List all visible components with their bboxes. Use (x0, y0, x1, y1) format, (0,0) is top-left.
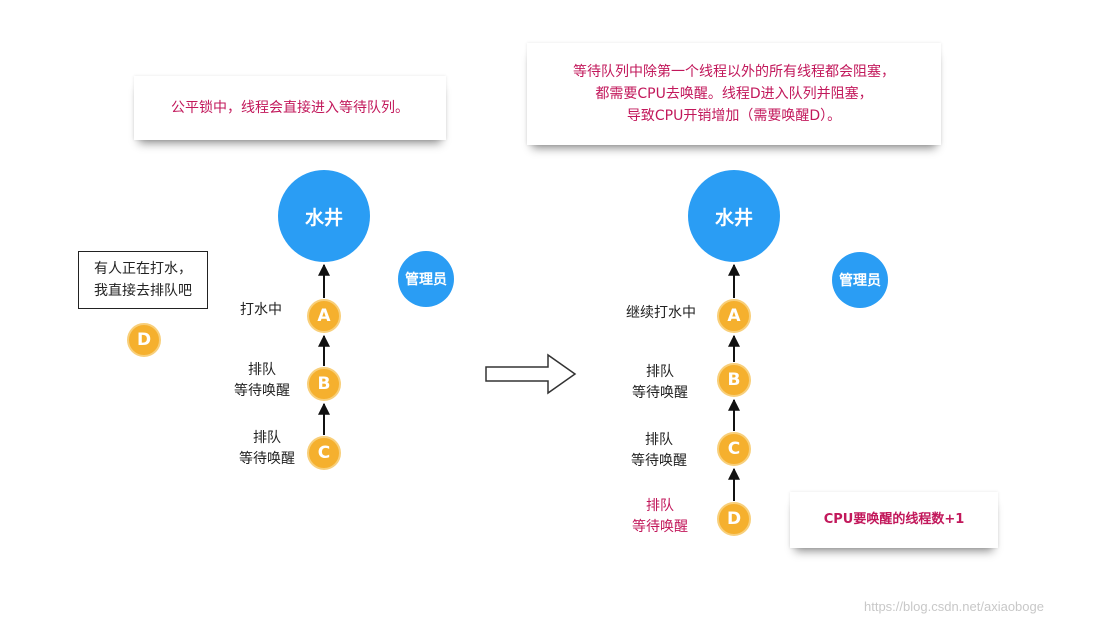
right-label-c-line-2: 等待唤醒 (631, 453, 687, 469)
left-label-c: 排队 等待唤醒 (231, 428, 303, 470)
right-node-c: C (717, 432, 751, 466)
right-label-d-line-1: 排队 (646, 498, 674, 514)
right-label-c: 排队 等待唤醒 (623, 430, 695, 472)
transition-arrow (485, 353, 577, 395)
right-note-line-1: 等待队列中除第一个线程以外的所有线程都会阻塞， (573, 64, 895, 80)
left-note: 公平锁中，线程会直接进入等待队列。 (134, 76, 446, 140)
right-label-a-line-1: 继续打水中 (626, 305, 696, 321)
left-waiting-node-d: D (127, 323, 161, 357)
cpu-note: CPU要唤醒的线程数+1 (790, 492, 998, 548)
right-label-d: 排队 等待唤醒 (624, 496, 696, 538)
speech-line-2: 我直接去排队吧 (94, 283, 192, 299)
right-node-a: A (717, 299, 751, 333)
cpu-note-text: CPU要唤醒的线程数+1 (823, 512, 965, 527)
left-label-b-line-2: 等待唤醒 (234, 383, 290, 399)
right-well: 水井 (688, 170, 780, 262)
left-label-b: 排队 等待唤醒 (226, 360, 298, 402)
left-manager: 管理员 (398, 251, 454, 307)
right-manager: 管理员 (832, 252, 888, 308)
left-note-text: 公平锁中，线程会直接进入等待队列。 (171, 100, 409, 116)
left-label-b-line-1: 排队 (248, 362, 276, 378)
right-note-line-2: 都需要CPU去唤醒。线程D进入队列并阻塞， (595, 86, 873, 102)
right-note: 等待队列中除第一个线程以外的所有线程都会阻塞， 都需要CPU去唤醒。线程D进入队… (527, 43, 941, 145)
left-well: 水井 (278, 170, 370, 262)
right-note-line-3: 导致CPU开销增加（需要唤醒D）。 (626, 108, 842, 124)
right-node-d: D (717, 502, 751, 536)
right-label-b: 排队 等待唤醒 (624, 362, 696, 404)
speech-line-1: 有人正在打水， (94, 261, 192, 277)
right-node-b: B (717, 363, 751, 397)
right-label-b-line-2: 等待唤醒 (632, 385, 688, 401)
right-label-d-line-2: 等待唤醒 (632, 519, 688, 535)
left-label-a-line-1: 打水中 (240, 302, 282, 318)
speech-box: 有人正在打水， 我直接去排队吧 (78, 251, 208, 309)
right-label-c-line-1: 排队 (645, 432, 673, 448)
left-node-a: A (307, 299, 341, 333)
right-label-a: 继续打水中 (626, 303, 696, 324)
left-label-c-line-2: 等待唤醒 (239, 451, 295, 467)
right-label-b-line-1: 排队 (646, 364, 674, 380)
left-node-b: B (307, 367, 341, 401)
watermark: https://blog.csdn.net/axiaoboge (864, 599, 1044, 614)
left-label-c-line-1: 排队 (253, 430, 281, 446)
left-label-a: 打水中 (240, 300, 282, 321)
left-node-c: C (307, 436, 341, 470)
